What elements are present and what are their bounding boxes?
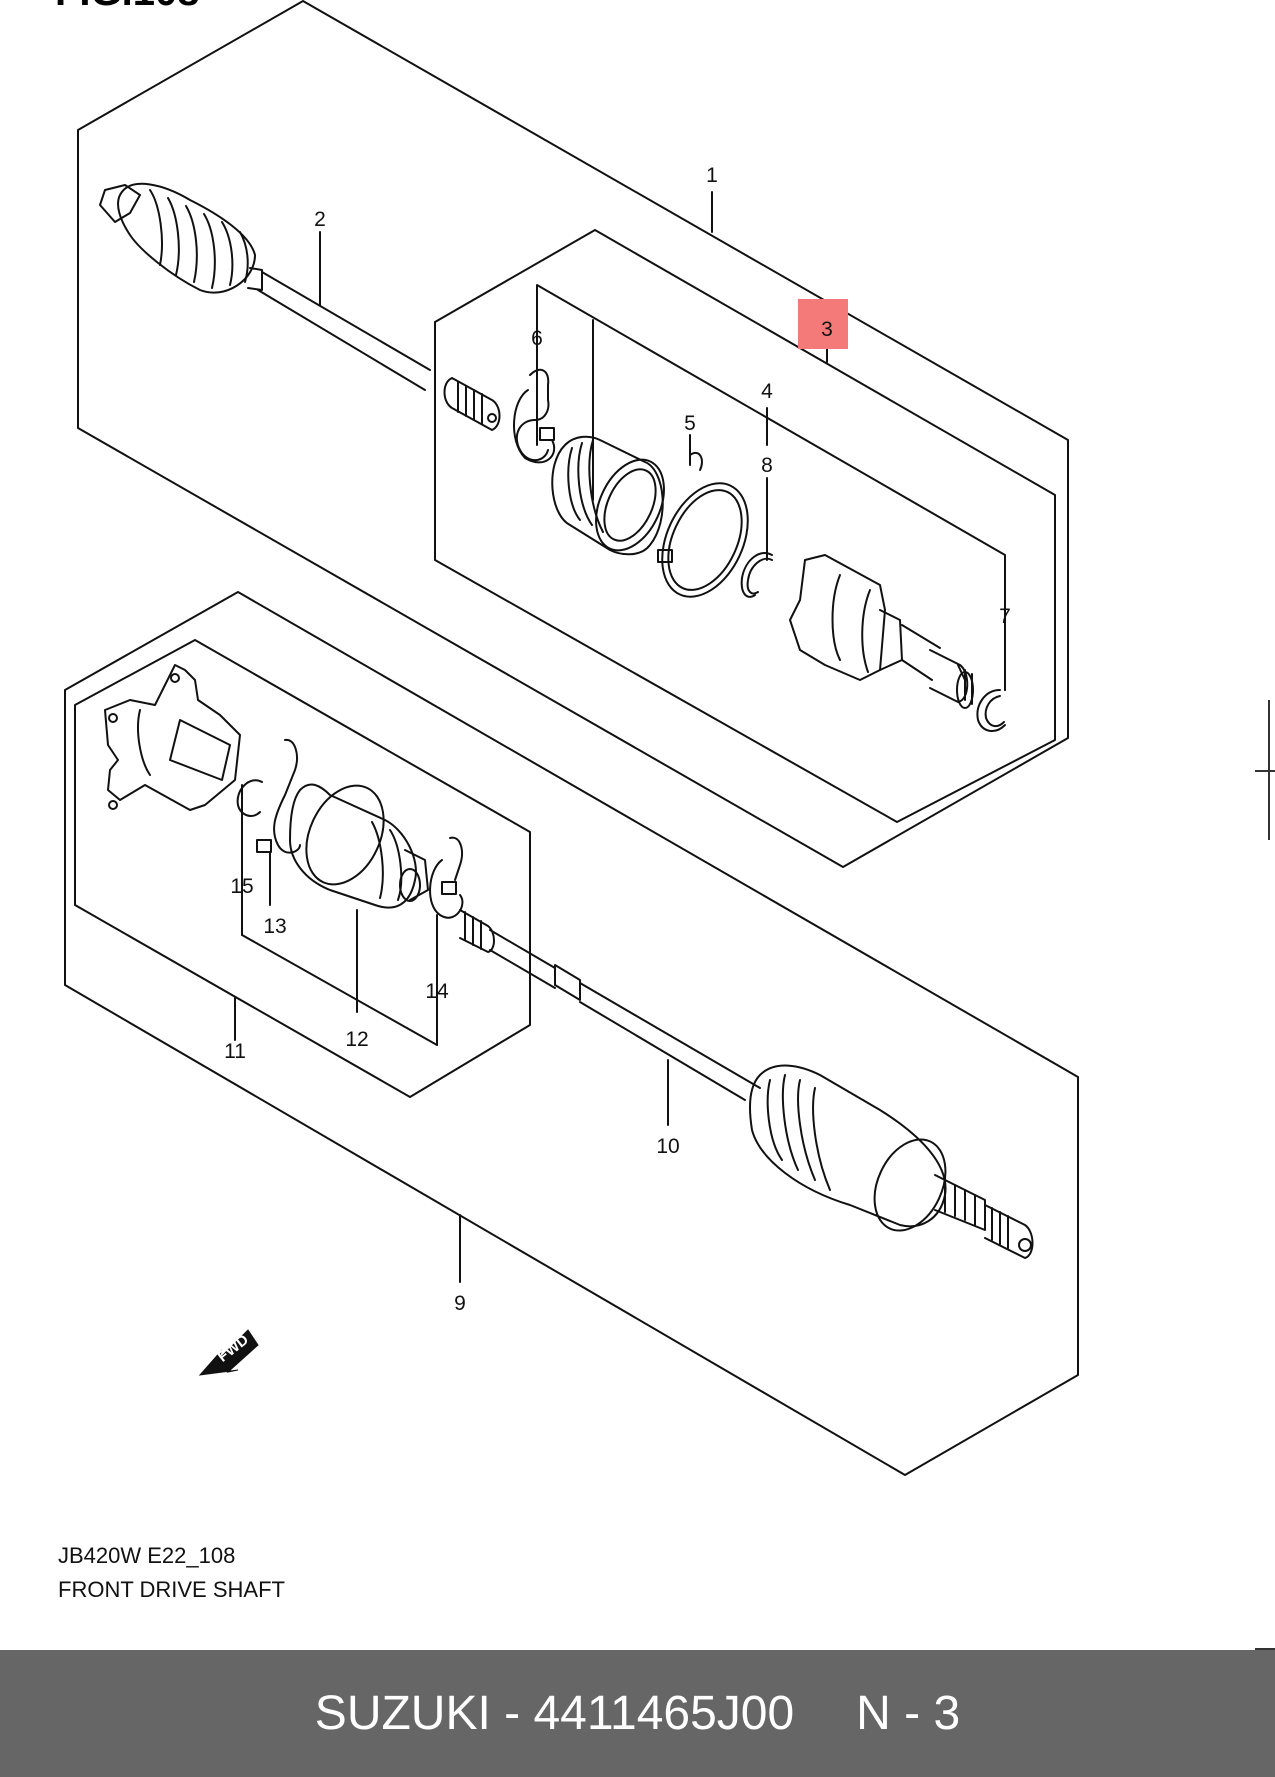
- callout-10: 10: [656, 1135, 679, 1158]
- inboard-joint: [789, 554, 974, 709]
- assembly-1-outline: [77, 0, 1069, 868]
- shaft-10: [459, 909, 761, 1101]
- boot-band-13: [256, 738, 301, 854]
- outboard-joint-2: [99, 182, 501, 431]
- boot-band-14: [429, 836, 464, 919]
- callout-8: 8: [761, 454, 773, 477]
- inner-boot-5: [551, 435, 665, 556]
- diagram-name: FRONT DRIVE SHAFT: [58, 1577, 285, 1602]
- inner-boot-12: [289, 783, 429, 909]
- callout-3[interactable]: 3: [821, 318, 833, 341]
- callout-6: 6: [531, 327, 543, 350]
- page-edge-tick-bottom: [1255, 1648, 1275, 1650]
- assembly-9-outline: [64, 591, 1079, 1476]
- callout-11: 11: [224, 1040, 246, 1063]
- circlip-8: [740, 552, 773, 598]
- callout-3-highlight: [798, 299, 848, 349]
- callout-12: 12: [345, 1028, 368, 1051]
- outboard-joint-9: [749, 1064, 1034, 1259]
- diagram-code: JB420W E22_108: [58, 1543, 236, 1568]
- kit-3-outline: [434, 229, 1056, 823]
- callout-15: 15: [230, 875, 253, 898]
- part-quantity: N - 3: [856, 1687, 961, 1740]
- circlip-15: [236, 779, 263, 817]
- circlip-7: [976, 689, 1006, 732]
- bracket-inner-kit: [536, 284, 1006, 691]
- callout-4: 4: [761, 380, 773, 403]
- part-footer-bar: SUZUKI - 4411465J00 N - 3: [0, 1650, 1275, 1777]
- callout-7: 7: [999, 605, 1011, 628]
- callout-1: 1: [706, 164, 718, 187]
- callout-2: 2: [314, 208, 326, 231]
- drive-shaft-diagram: FWD FIG.108 1 2 3 4 5 6 7 8 9 10 11 12 1…: [55, 0, 1079, 1476]
- joint-housing-11: [104, 664, 241, 811]
- figure-title: FIG.108: [55, 0, 200, 14]
- callout-14: 14: [425, 980, 449, 1003]
- callout-5: 5: [684, 412, 696, 435]
- boot-band-6: [513, 368, 555, 464]
- kit-11-outline: [74, 639, 531, 1098]
- callout-9: 9: [454, 1292, 466, 1315]
- callout-13: 13: [263, 915, 286, 938]
- part-brand-number: SUZUKI - 4411465J00: [314, 1687, 795, 1740]
- boot-band-4: [657, 451, 749, 598]
- page-edge-tick: [1255, 770, 1275, 772]
- fwd-arrow-icon: FWD: [198, 1329, 259, 1376]
